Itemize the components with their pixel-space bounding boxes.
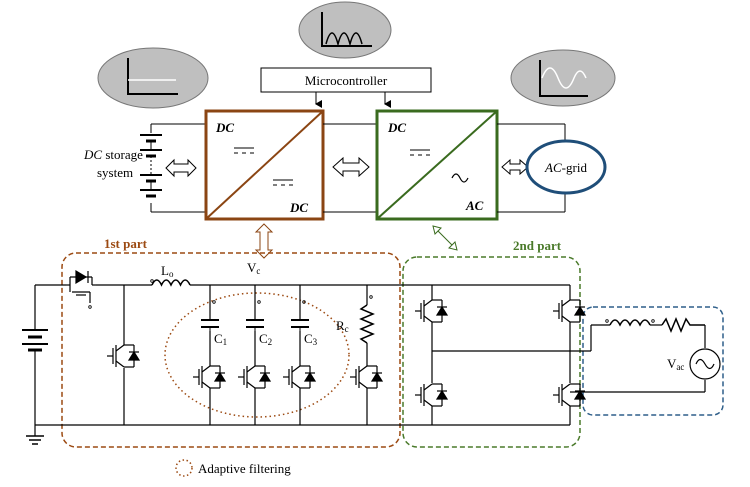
ac-grid-node: AC-grid — [525, 139, 607, 195]
switch-group — [66, 269, 587, 407]
ac-waveform-bubble — [510, 49, 616, 107]
vc-label: Vc — [247, 260, 260, 276]
igbt-switch-icon — [238, 365, 272, 389]
inductor-icon — [609, 319, 651, 327]
dc-symbol-icon — [410, 149, 430, 156]
link-arrow-icon — [432, 225, 458, 251]
microcontroller-block: Microcontroller — [260, 67, 432, 108]
dc-storage-label-line2: system — [97, 165, 133, 180]
dcdc-output-label: DC — [289, 200, 308, 215]
igbt-switch-icon — [283, 365, 317, 389]
dc-symbol-icon — [273, 179, 293, 186]
dc-storage-label-line1: DC storage — [83, 147, 143, 162]
first-part-box — [61, 252, 401, 448]
dc-ac-inverter-block: DC AC — [375, 109, 499, 221]
terminal-dots — [88, 279, 655, 323]
igbt-switch-icon — [553, 383, 587, 407]
vac-label: Vac — [667, 356, 684, 372]
microcontroller-label: Microcontroller — [305, 73, 388, 88]
circuit-wiring — [34, 284, 706, 436]
capacitor-icon — [291, 319, 309, 328]
ac-load-box — [582, 306, 724, 416]
battery-icon — [22, 329, 48, 352]
dc-storage-system: DC storage system — [83, 123, 206, 213]
rectified-waveform-bubble — [298, 1, 392, 59]
dcac-output-label: AC — [465, 198, 484, 213]
resistor-icon — [661, 317, 705, 333]
second-part-label: 2nd part — [513, 238, 562, 253]
dcdc-input-label: DC — [215, 120, 234, 135]
resistor-icon — [359, 304, 375, 344]
rc-label: Rc — [336, 318, 349, 334]
capacitor-icon — [201, 319, 219, 328]
igbt-switch-icon — [193, 365, 227, 389]
ac-source-icon — [689, 348, 721, 380]
c3-label: C3 — [304, 331, 318, 347]
ac-grid-label: AC-grid — [544, 160, 587, 175]
series-switch-icon — [66, 269, 96, 303]
first-part-label: 1st part — [104, 236, 148, 251]
bidirectional-arrow-icon — [165, 158, 197, 178]
lo-label: Lo — [161, 263, 174, 279]
legend-adaptive-filtering: Adaptive filtering — [198, 461, 291, 476]
igbt-switch-icon — [553, 299, 587, 323]
c1-label: C1 — [214, 331, 227, 347]
dc-dc-converter-block: DC DC — [204, 109, 325, 221]
bidirectional-arrow-icon — [332, 156, 370, 178]
dc-waveform-bubble — [97, 47, 209, 109]
igbt-switch-icon — [107, 344, 141, 368]
igbt-switch-icon — [415, 299, 449, 323]
dc-symbol-icon — [234, 147, 254, 154]
igbt-switch-icon — [415, 383, 449, 407]
ground-icon — [26, 435, 44, 445]
igbt-switch-icon — [350, 365, 384, 389]
legend: Adaptive filtering — [175, 459, 291, 477]
link-arrow-icon — [254, 223, 274, 259]
ac-symbol-icon — [451, 173, 469, 183]
adaptive-filtering-region — [164, 292, 350, 418]
inductor-icon — [151, 279, 191, 287]
dcac-input-label: DC — [387, 120, 406, 135]
c2-label: C2 — [259, 331, 272, 347]
capacitor-icon — [246, 319, 264, 328]
bidirectional-arrow-icon — [501, 158, 529, 176]
second-part-box — [402, 256, 581, 448]
